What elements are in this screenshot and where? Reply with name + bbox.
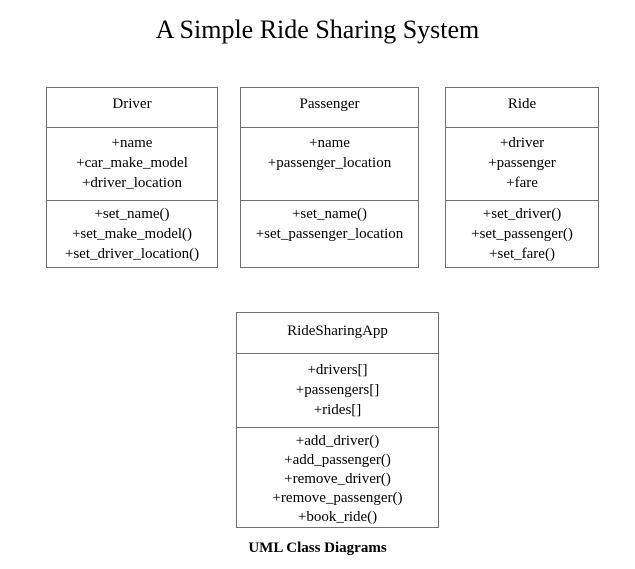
class-name-ridesharingapp: RideSharingApp <box>237 313 438 354</box>
diagram-caption: UML Class Diagrams <box>248 540 387 556</box>
class-box-ride: Ride +driver +passenger +fare +set_drive… <box>445 87 599 268</box>
class-attributes-ridesharingapp: +drivers[] +passengers[] +rides[] <box>237 354 438 428</box>
class-box-driver: Driver +name +car_make_model +driver_loc… <box>46 87 218 268</box>
class-methods-ride: +set_driver() +set_passenger() +set_fare… <box>471 206 573 262</box>
class-box-ridesharingapp: RideSharingApp +drivers[] +passengers[] … <box>236 312 439 528</box>
class-attributes-ride: +driver +passenger +fare <box>446 128 598 201</box>
class-name-ride: Ride <box>446 88 598 128</box>
class-name-driver: Driver <box>47 88 217 128</box>
class-methods-driver: +set_name() +set_make_model() +set_drive… <box>64 206 200 262</box>
class-name-passenger: Passenger <box>241 88 418 128</box>
class-attributes-passenger: +name +passenger_location <box>241 128 418 201</box>
class-methods-passenger: +set_name() +set_passenger_location <box>255 206 404 242</box>
class-box-passenger: Passenger +name +passenger_location +set… <box>240 87 419 268</box>
class-methods-ridesharingapp: +add_driver() +add_passenger() +remove_d… <box>272 433 403 525</box>
class-attributes-driver: +name +car_make_model +driver_location <box>47 128 217 201</box>
page-title: A Simple Ride Sharing System <box>155 15 480 44</box>
